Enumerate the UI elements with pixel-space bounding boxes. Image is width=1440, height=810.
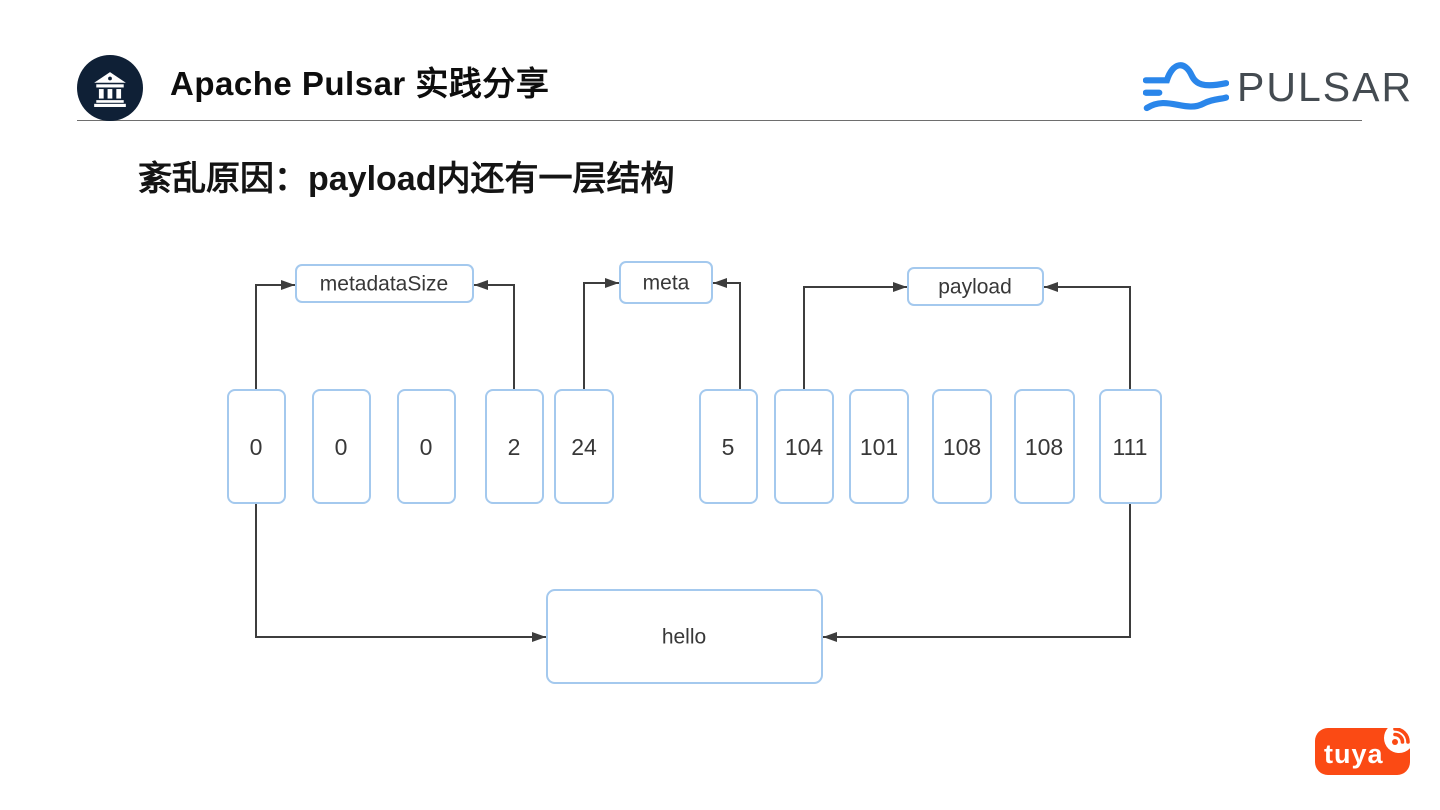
- bank-glyph: [94, 72, 126, 107]
- pulsar-logo-text: PULSAR: [1237, 64, 1414, 110]
- byte-box: 108: [1014, 389, 1075, 504]
- tuya-signal-icon: [1392, 727, 1410, 745]
- label-box-meta: meta: [619, 261, 713, 304]
- label-box-payload: payload: [907, 267, 1044, 306]
- page-title: Apache Pulsar 实践分享: [170, 65, 550, 102]
- pulsar-wave-icon: [1143, 62, 1229, 112]
- byte-box: 0: [397, 389, 456, 504]
- byte-box: 104: [774, 389, 834, 504]
- byte-value: 108: [1025, 434, 1063, 460]
- byte-value: 104: [785, 434, 824, 460]
- byte-box: 5: [699, 389, 758, 504]
- bank-icon: [77, 55, 143, 121]
- byte-value: 101: [860, 434, 898, 460]
- message-box-hello: hello: [546, 589, 823, 684]
- byte-box: 0: [312, 389, 371, 504]
- connector-104-to-payload: [803, 282, 907, 390]
- label-payload: payload: [938, 276, 1012, 299]
- label-hello: hello: [662, 626, 706, 649]
- tuya-logo: tuya: [1315, 723, 1414, 775]
- slide-heading: 紊乱原因：payload内还有一层结构: [138, 160, 675, 198]
- byte-box: 24: [554, 389, 614, 504]
- byte-value: 0: [335, 434, 348, 460]
- label-box-metadatasize: metadataSize: [295, 264, 474, 303]
- byte-value: 5: [722, 434, 735, 460]
- pulsar-logo: PULSAR: [1143, 58, 1413, 116]
- byte-box: 108: [932, 389, 992, 504]
- connector-111-to-payload: [1044, 282, 1131, 390]
- header-divider: [77, 120, 1362, 121]
- connector-0-to-hello: [255, 503, 546, 642]
- connector-arrows: [255, 278, 1131, 642]
- byte-value: 0: [420, 434, 433, 460]
- label-metadatasize: metadataSize: [320, 273, 448, 296]
- byte-box: 0: [227, 389, 286, 504]
- tuya-signal-cutout: [1384, 723, 1414, 753]
- connector-2-to-metadatasize: [474, 280, 515, 390]
- connector-111-to-hello: [823, 503, 1131, 642]
- byte-box: 101: [849, 389, 909, 504]
- tuya-logo-graphic: tuya: [1315, 723, 1414, 775]
- byte-value: 108: [943, 434, 981, 460]
- byte-value: 111: [1113, 434, 1148, 460]
- label-meta: meta: [643, 272, 690, 295]
- connector-24-to-meta: [583, 278, 619, 390]
- byte-value: 2: [508, 434, 521, 460]
- byte-box: 2: [485, 389, 544, 504]
- tuya-logo-text: tuya: [1324, 739, 1384, 769]
- byte-value: 0: [250, 434, 263, 460]
- byte-box: 111: [1099, 389, 1162, 504]
- connector-0-to-metadatasize: [255, 280, 295, 390]
- byte-value: 24: [571, 434, 597, 460]
- connector-5-to-meta: [713, 278, 741, 390]
